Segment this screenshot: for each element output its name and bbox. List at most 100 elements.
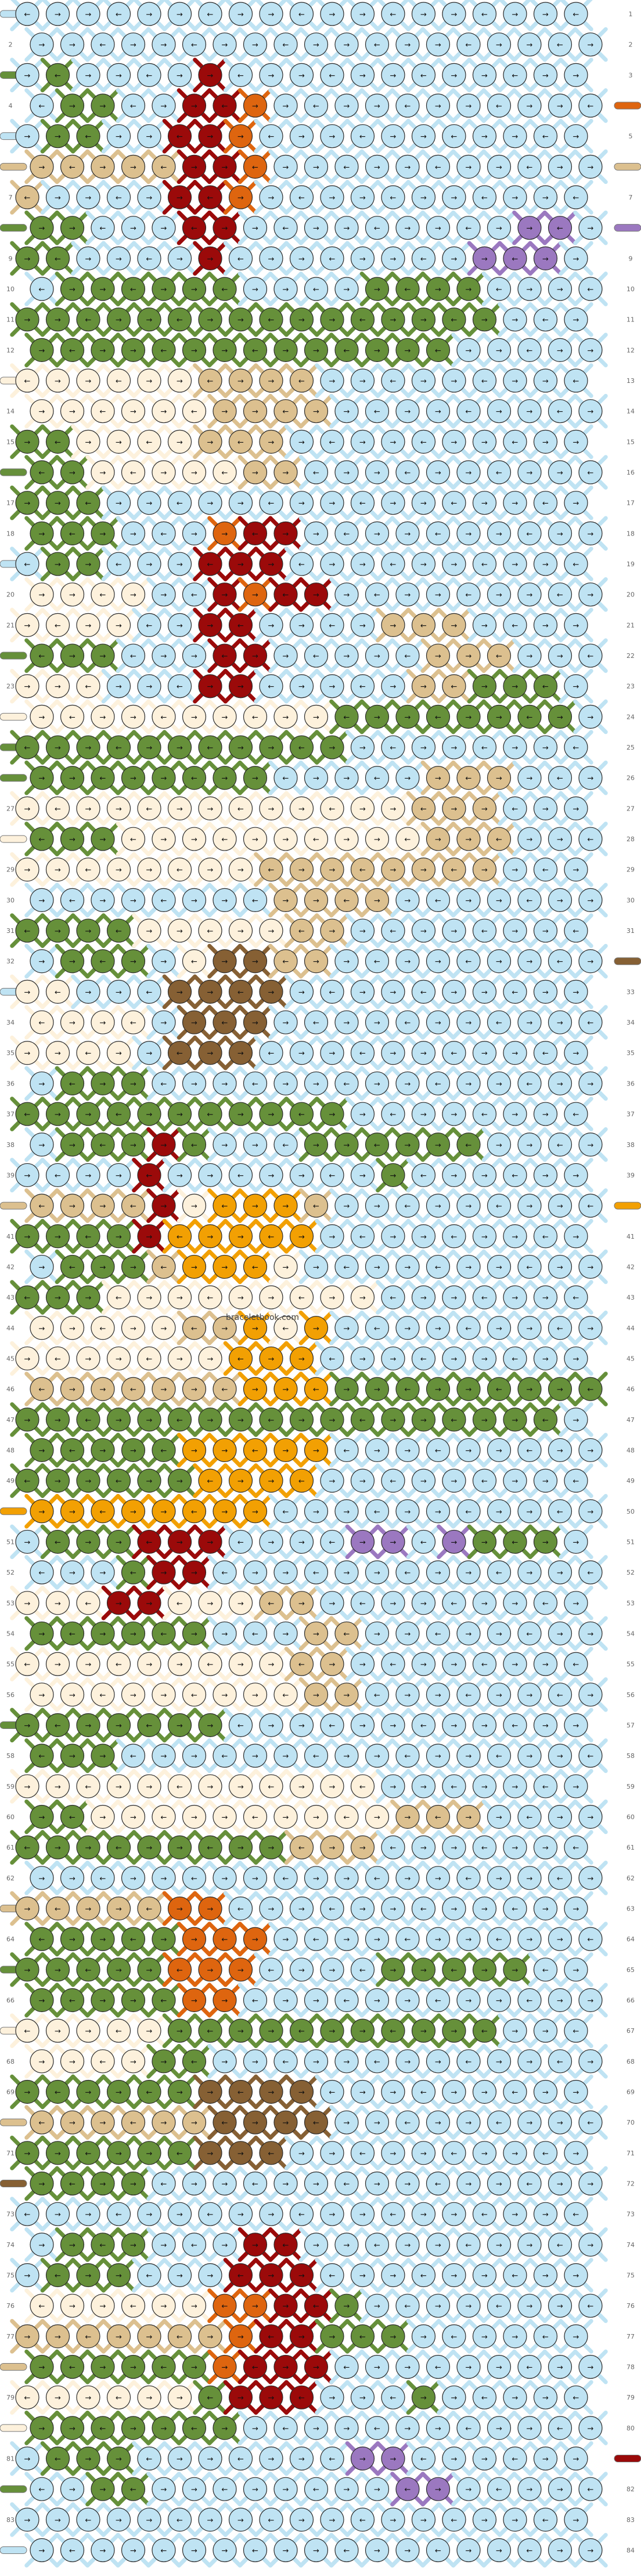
row-number-right: 67	[626, 2027, 635, 2035]
row-number-right: 82	[626, 2485, 635, 2493]
row-number-right: 45	[626, 1355, 635, 1362]
row-number-left: 31	[6, 927, 15, 935]
row-number-right: 64	[626, 1935, 635, 1943]
row-number-right: 41	[626, 1233, 635, 1240]
row-number-left: 54	[6, 1630, 15, 1637]
row-number-right: 74	[626, 2241, 635, 2249]
row-number-right: 68	[626, 2058, 635, 2065]
row-number-left: 51	[6, 1538, 15, 1546]
row-number-right: 19	[626, 560, 635, 568]
left-thread-tab	[0, 2424, 27, 2432]
row-number-right: 62	[626, 1875, 635, 1882]
left-thread-tab	[0, 2546, 27, 2555]
row-number-right: 60	[626, 1813, 635, 1821]
row-number-right: 17	[626, 500, 635, 507]
row-number-right: 84	[626, 2547, 635, 2555]
row-number-right: 51	[626, 1538, 635, 1546]
row-number-left: 17	[6, 500, 15, 507]
left-thread-tab	[0, 1202, 27, 1210]
row-number-left: 77	[6, 2333, 15, 2340]
row-number-right: 58	[626, 1752, 635, 1760]
row-number-left: 81	[6, 2455, 15, 2463]
row-number-right: 23	[626, 683, 635, 690]
row-number-right: 36	[626, 1080, 635, 1087]
row-number-right: 33	[626, 988, 635, 996]
row-number-right: 30	[626, 896, 635, 904]
row-number-right: 16	[626, 469, 635, 476]
row-number-right: 10	[626, 285, 635, 293]
row-number-left: 56	[6, 1691, 15, 1699]
row-number-right: 3	[629, 71, 633, 79]
row-number-left: 44	[6, 1325, 15, 1332]
row-number-right: 28	[626, 835, 635, 843]
row-number-right: 21	[626, 621, 635, 629]
row-number-left: 45	[6, 1355, 15, 1362]
row-number-left: 48	[6, 1446, 15, 1454]
row-number-right: 18	[626, 530, 635, 537]
row-number-left: 74	[6, 2241, 15, 2249]
row-number-left: 76	[6, 2302, 15, 2310]
left-thread-tab	[0, 835, 27, 843]
row-number-right: 12	[626, 346, 635, 354]
row-number-left: 4	[9, 102, 13, 110]
row-number-left: 10	[6, 285, 15, 293]
row-number-left: 61	[6, 1844, 15, 1851]
row-number-right: 49	[626, 1477, 635, 1485]
row-number-right: 80	[626, 2425, 635, 2432]
row-number-right: 56	[626, 1691, 635, 1699]
row-number-left: 20	[6, 591, 15, 599]
row-number-left: 11	[6, 316, 15, 324]
row-number-right: 75	[626, 2272, 635, 2280]
row-number-right: 31	[626, 927, 635, 935]
row-number-left: 36	[6, 1080, 15, 1087]
row-number-right: 72	[626, 2180, 635, 2188]
row-number-right: 79	[626, 2394, 635, 2401]
row-number-right: 65	[626, 1966, 635, 1974]
row-number-left: 75	[6, 2272, 15, 2280]
row-number-right: 54	[626, 1630, 635, 1637]
row-number-right: 42	[626, 1263, 635, 1271]
right-thread-tab	[614, 162, 641, 171]
row-number-right: 13	[626, 377, 635, 385]
row-number-right: 73	[626, 2210, 635, 2218]
row-number-right: 34	[626, 1019, 635, 1026]
row-number-right: 55	[626, 1660, 635, 1668]
row-number-right: 35	[626, 1050, 635, 1057]
row-numbers: 1122334455667788991010111112121313141415…	[0, 10, 641, 2555]
row-number-left: 47	[6, 1416, 15, 1424]
row-number-right: 2	[629, 41, 633, 49]
row-number-left: 2	[9, 41, 13, 49]
row-number-right: 77	[626, 2333, 635, 2340]
row-number-left: 12	[6, 346, 15, 354]
right-thread-tab	[614, 1202, 641, 1210]
row-number-left: 34	[6, 1019, 15, 1026]
row-number-right: 37	[626, 1110, 635, 1118]
row-number-left: 49	[6, 1477, 15, 1485]
row-number-left: 71	[6, 2150, 15, 2157]
right-thread-tab	[614, 2455, 641, 2463]
row-number-left: 7	[9, 194, 13, 201]
row-number-left: 41	[6, 1233, 15, 1240]
left-thread-tab	[0, 468, 27, 476]
row-number-right: 57	[626, 1721, 635, 1729]
row-number-right: 48	[626, 1446, 635, 1454]
row-number-right: 1	[629, 10, 633, 18]
row-number-left: 53	[6, 1600, 15, 1607]
row-number-right: 59	[626, 1783, 635, 1790]
row-number-right: 52	[626, 1569, 635, 1576]
left-thread-tab	[0, 2180, 27, 2187]
row-number-left: 32	[6, 958, 15, 965]
right-thread-tab	[614, 957, 641, 965]
left-thread-tab	[0, 1507, 27, 1515]
row-number-right: 38	[626, 1141, 635, 1149]
row-number-right: 43	[626, 1294, 635, 1301]
row-number-right: 78	[626, 2364, 635, 2371]
row-number-left: 30	[6, 896, 15, 904]
row-number-left: 38	[6, 1141, 15, 1149]
row-number-right: 20	[626, 591, 635, 599]
left-thread-tab	[0, 2363, 27, 2371]
row-number-right: 24	[626, 713, 635, 721]
left-thread-tab	[0, 162, 27, 171]
row-number-right: 50	[626, 1508, 635, 1515]
row-number-right: 46	[626, 1385, 635, 1393]
